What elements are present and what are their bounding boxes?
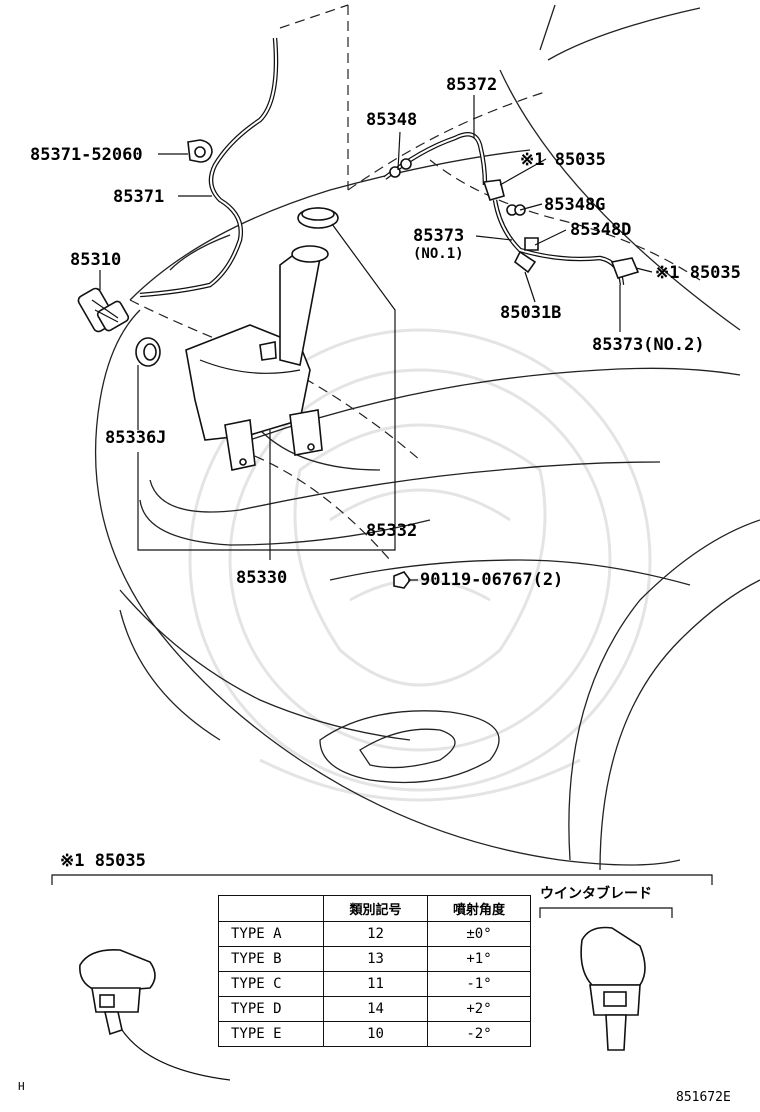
label-85332: 85332 xyxy=(366,521,417,541)
label-85336j: 85336J xyxy=(105,428,166,448)
table-cell: 11 xyxy=(323,971,428,997)
label-85035-right: ※1 85035 xyxy=(655,263,741,283)
table-cell: TYPE A xyxy=(218,921,324,947)
table-cell: -2° xyxy=(427,1021,531,1047)
table-header-row: 類別記号 噴射角度 xyxy=(218,895,531,922)
table-row: TYPE C 11 -1° xyxy=(218,971,531,997)
hose-clamp-part xyxy=(187,139,213,163)
table-cell: +1° xyxy=(427,946,531,972)
table-row: TYPE A 12 ±0° xyxy=(218,921,531,947)
table-cell: TYPE D xyxy=(218,996,324,1022)
label-85371: 85371 xyxy=(113,187,164,207)
drawing-number: 851672E xyxy=(676,1090,731,1105)
table-cell: TYPE B xyxy=(218,946,324,972)
label-85031b: 85031B xyxy=(500,303,561,323)
winter-blade-bracket xyxy=(539,907,673,918)
table-row: TYPE B 13 +1° xyxy=(218,946,531,972)
nozzle-hoses xyxy=(383,132,640,286)
label-85371-52060: 85371-52060 xyxy=(30,145,143,165)
washer-tank-part xyxy=(185,245,329,471)
hose-85371 xyxy=(139,37,279,298)
table-header: 類別記号 xyxy=(323,895,428,922)
table-cell: 13 xyxy=(323,946,428,972)
grommet-part xyxy=(135,337,161,367)
table-header xyxy=(218,895,324,922)
table-cell: TYPE E xyxy=(218,1021,324,1047)
table-cell: 10 xyxy=(323,1021,428,1047)
tank-cap-part xyxy=(297,207,339,229)
label-85348g: 85348G xyxy=(544,195,605,215)
winter-blade-label: ウインタブレード xyxy=(540,885,652,902)
watermark-emblem xyxy=(188,328,652,802)
label-85330: 85330 xyxy=(236,568,287,588)
vehicle-body-outline xyxy=(94,4,760,871)
table-cell: 12 xyxy=(323,921,428,947)
table-row: TYPE E 10 -2° xyxy=(218,1021,531,1047)
leader-lines xyxy=(99,95,653,581)
label-85310: 85310 xyxy=(70,250,121,270)
bolt-part xyxy=(393,571,411,589)
nozzle-detail-winter xyxy=(580,926,646,1051)
label-85373-no1: 85373 xyxy=(413,226,464,246)
detail-bracket xyxy=(51,874,713,885)
label-85373-no1-sub: (NO.1) xyxy=(413,246,464,262)
footer-mark: H xyxy=(18,1080,25,1093)
nozzle-detail-left xyxy=(79,948,231,1081)
table-row: TYPE D 14 +2° xyxy=(218,996,531,1022)
label-85373-no2: 85373(NO.2) xyxy=(592,335,705,355)
table-header: 噴射角度 xyxy=(427,895,531,922)
washer-pump-part xyxy=(77,287,130,333)
label-85372: 85372 xyxy=(446,75,497,95)
nozzle-type-table: 類別記号 噴射角度 TYPE A 12 ±0° TYPE B 13 +1° TY… xyxy=(218,895,531,1047)
table-cell: TYPE C xyxy=(218,971,324,997)
label-85348: 85348 xyxy=(366,110,417,130)
table-cell: +2° xyxy=(427,996,531,1022)
detail-title: ※1 85035 xyxy=(60,851,146,871)
table-cell: ±0° xyxy=(427,921,531,947)
label-85035-top: ※1 85035 xyxy=(520,150,606,170)
table-cell: 14 xyxy=(323,996,428,1022)
label-85348d: 85348D xyxy=(570,220,631,240)
label-90119-06767: 90119-06767(2) xyxy=(420,570,563,590)
table-cell: -1° xyxy=(427,971,531,997)
